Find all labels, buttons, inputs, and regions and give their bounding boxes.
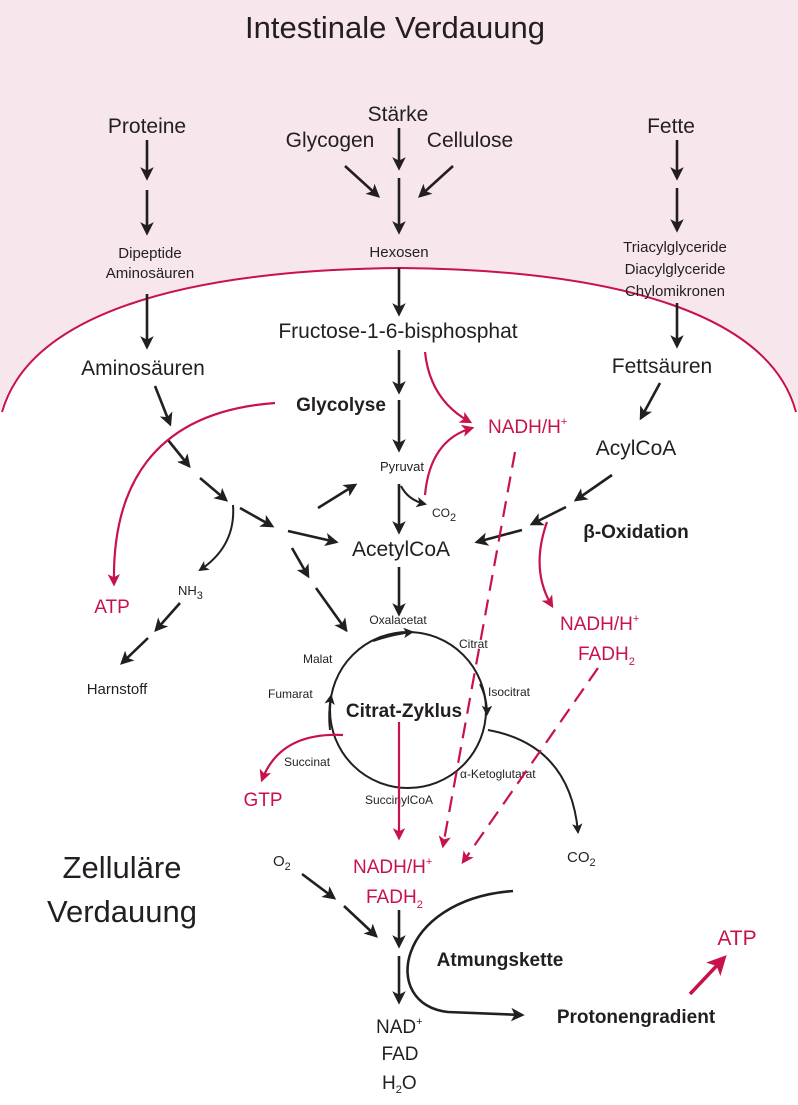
label-aminosaeuren-intestinal: Aminosäuren	[106, 265, 194, 282]
arrow-acylcoa-beta-1	[573, 473, 613, 502]
label-acylcoa: AcylCoA	[596, 437, 677, 460]
arrow-atmungskette-protonengradient	[406, 889, 525, 1022]
arrow-pyruvat-co2	[400, 485, 428, 508]
label-isocitrat: Isocitrat	[488, 685, 531, 699]
page-title: Intestinale Verdauung	[245, 10, 545, 45]
arrow-o2-1	[301, 872, 337, 900]
label-fette: Fette	[647, 115, 695, 138]
label-fad: FAD	[382, 1044, 419, 1065]
label-aminosaeuren: Aminosäuren	[81, 357, 205, 380]
arrow-amino-acetylcoa	[287, 529, 339, 547]
label-atmungskette: Atmungskette	[437, 950, 564, 971]
arrow-ketoglutarat-co2	[487, 729, 583, 835]
arrow-amino-nh3	[198, 504, 235, 572]
cycle-arrow-right	[479, 683, 493, 717]
arrow-amino-chain-3	[199, 477, 229, 502]
label-atp-right: ATP	[717, 927, 756, 950]
label-beta-oxidation: β-Oxidation	[583, 522, 689, 543]
label-fructose-bisphosphat: Fructose-1-6-bisphosphat	[278, 320, 517, 343]
arrow-succinat-gtp	[259, 733, 344, 783]
arrow-protonengradient-atp	[688, 955, 727, 996]
arrow-nh3-harnstoff-1	[154, 602, 181, 633]
label-succinat: Succinat	[284, 755, 331, 769]
label-co2-pyruvat: CO2	[432, 506, 456, 524]
label-diacylglyceride: Diacylglyceride	[625, 261, 726, 278]
cycle-arrow-left	[324, 693, 335, 731]
label-fumarat: Fumarat	[268, 687, 313, 701]
label-cellulose: Cellulose	[427, 129, 513, 152]
arrow-o2-2	[343, 905, 378, 938]
label-nh3: NH3	[178, 583, 203, 602]
label-h2o: H2O	[382, 1073, 417, 1096]
label-atp-left: ATP	[94, 597, 130, 618]
cellular-title-line2: Verdauung	[47, 894, 197, 929]
arrow-amino-down-1	[290, 547, 310, 579]
arrow-pyruvat-nadh	[423, 424, 475, 496]
arrow-amino-oxalacetat	[314, 587, 348, 633]
red-arrows	[107, 351, 727, 996]
arrow-nh3-harnstoff-2	[120, 637, 149, 665]
label-glycogen: Glycogen	[286, 129, 375, 152]
arrow-fructose-nadh	[423, 351, 473, 424]
arrow-glycogen	[344, 165, 381, 198]
label-protonengradient: Protonengradient	[557, 1007, 716, 1028]
arrow-acylcoa-beta-2	[529, 505, 567, 526]
label-dipeptide: Dipeptide	[118, 245, 181, 262]
label-citrat: Citrat	[459, 637, 488, 651]
arrow-amino-pyruvat	[317, 483, 358, 510]
label-harnstoff: Harnstoff	[87, 681, 148, 698]
label-chylomikronen: Chylomikronen	[625, 283, 725, 300]
label-o2: O2	[273, 853, 291, 873]
arrow-nadh-top-dashed	[438, 451, 517, 849]
arrow-fettsaeuren-acylcoa	[639, 382, 662, 421]
arrow-amino-chain-2	[166, 439, 191, 469]
label-nadh-bottom: NADH/H+	[353, 856, 432, 878]
arrow-amino-chain-4	[239, 506, 275, 528]
label-staerke: Stärke	[368, 103, 429, 126]
label-oxalacetat: Oxalacetat	[369, 613, 427, 627]
label-pyruvat: Pyruvat	[380, 459, 424, 474]
label-fadh-bottom: FADH2	[366, 887, 423, 911]
label-ketoglutarat: α-Ketoglutarat	[460, 767, 536, 781]
arrow-cellulose	[417, 165, 454, 198]
label-malat: Malat	[303, 652, 333, 666]
black-arrows	[120, 128, 684, 1022]
label-acetylcoa: AcetylCoA	[352, 538, 450, 561]
arrow-glycolyse-atp	[107, 401, 276, 587]
arrow-nadh-right-dashed	[461, 667, 599, 865]
cycle-arrow-top	[372, 627, 415, 642]
label-nadh-top: NADH/H+	[488, 416, 567, 438]
label-fadh-right: FADH2	[578, 644, 635, 668]
arrow-amino-chain-1	[153, 385, 173, 427]
label-co2-cycle: CO2	[567, 849, 596, 869]
label-proteine: Proteine	[108, 115, 186, 138]
cellular-title-line1: Zelluläre	[63, 850, 182, 885]
label-fettsaeuren: Fettsäuren	[612, 355, 712, 378]
label-hexosen: Hexosen	[369, 244, 428, 261]
label-glycolyse: Glycolyse	[296, 395, 386, 416]
label-gtp: GTP	[243, 790, 282, 811]
label-nad: NAD+	[376, 1016, 423, 1038]
label-citrat-zyklus: Citrat-Zyklus	[346, 701, 462, 722]
arrow-beta-nadh	[538, 521, 554, 609]
label-triacylglyceride: Triacylglyceride	[623, 239, 727, 256]
label-nadh-right: NADH/H+	[560, 613, 639, 635]
